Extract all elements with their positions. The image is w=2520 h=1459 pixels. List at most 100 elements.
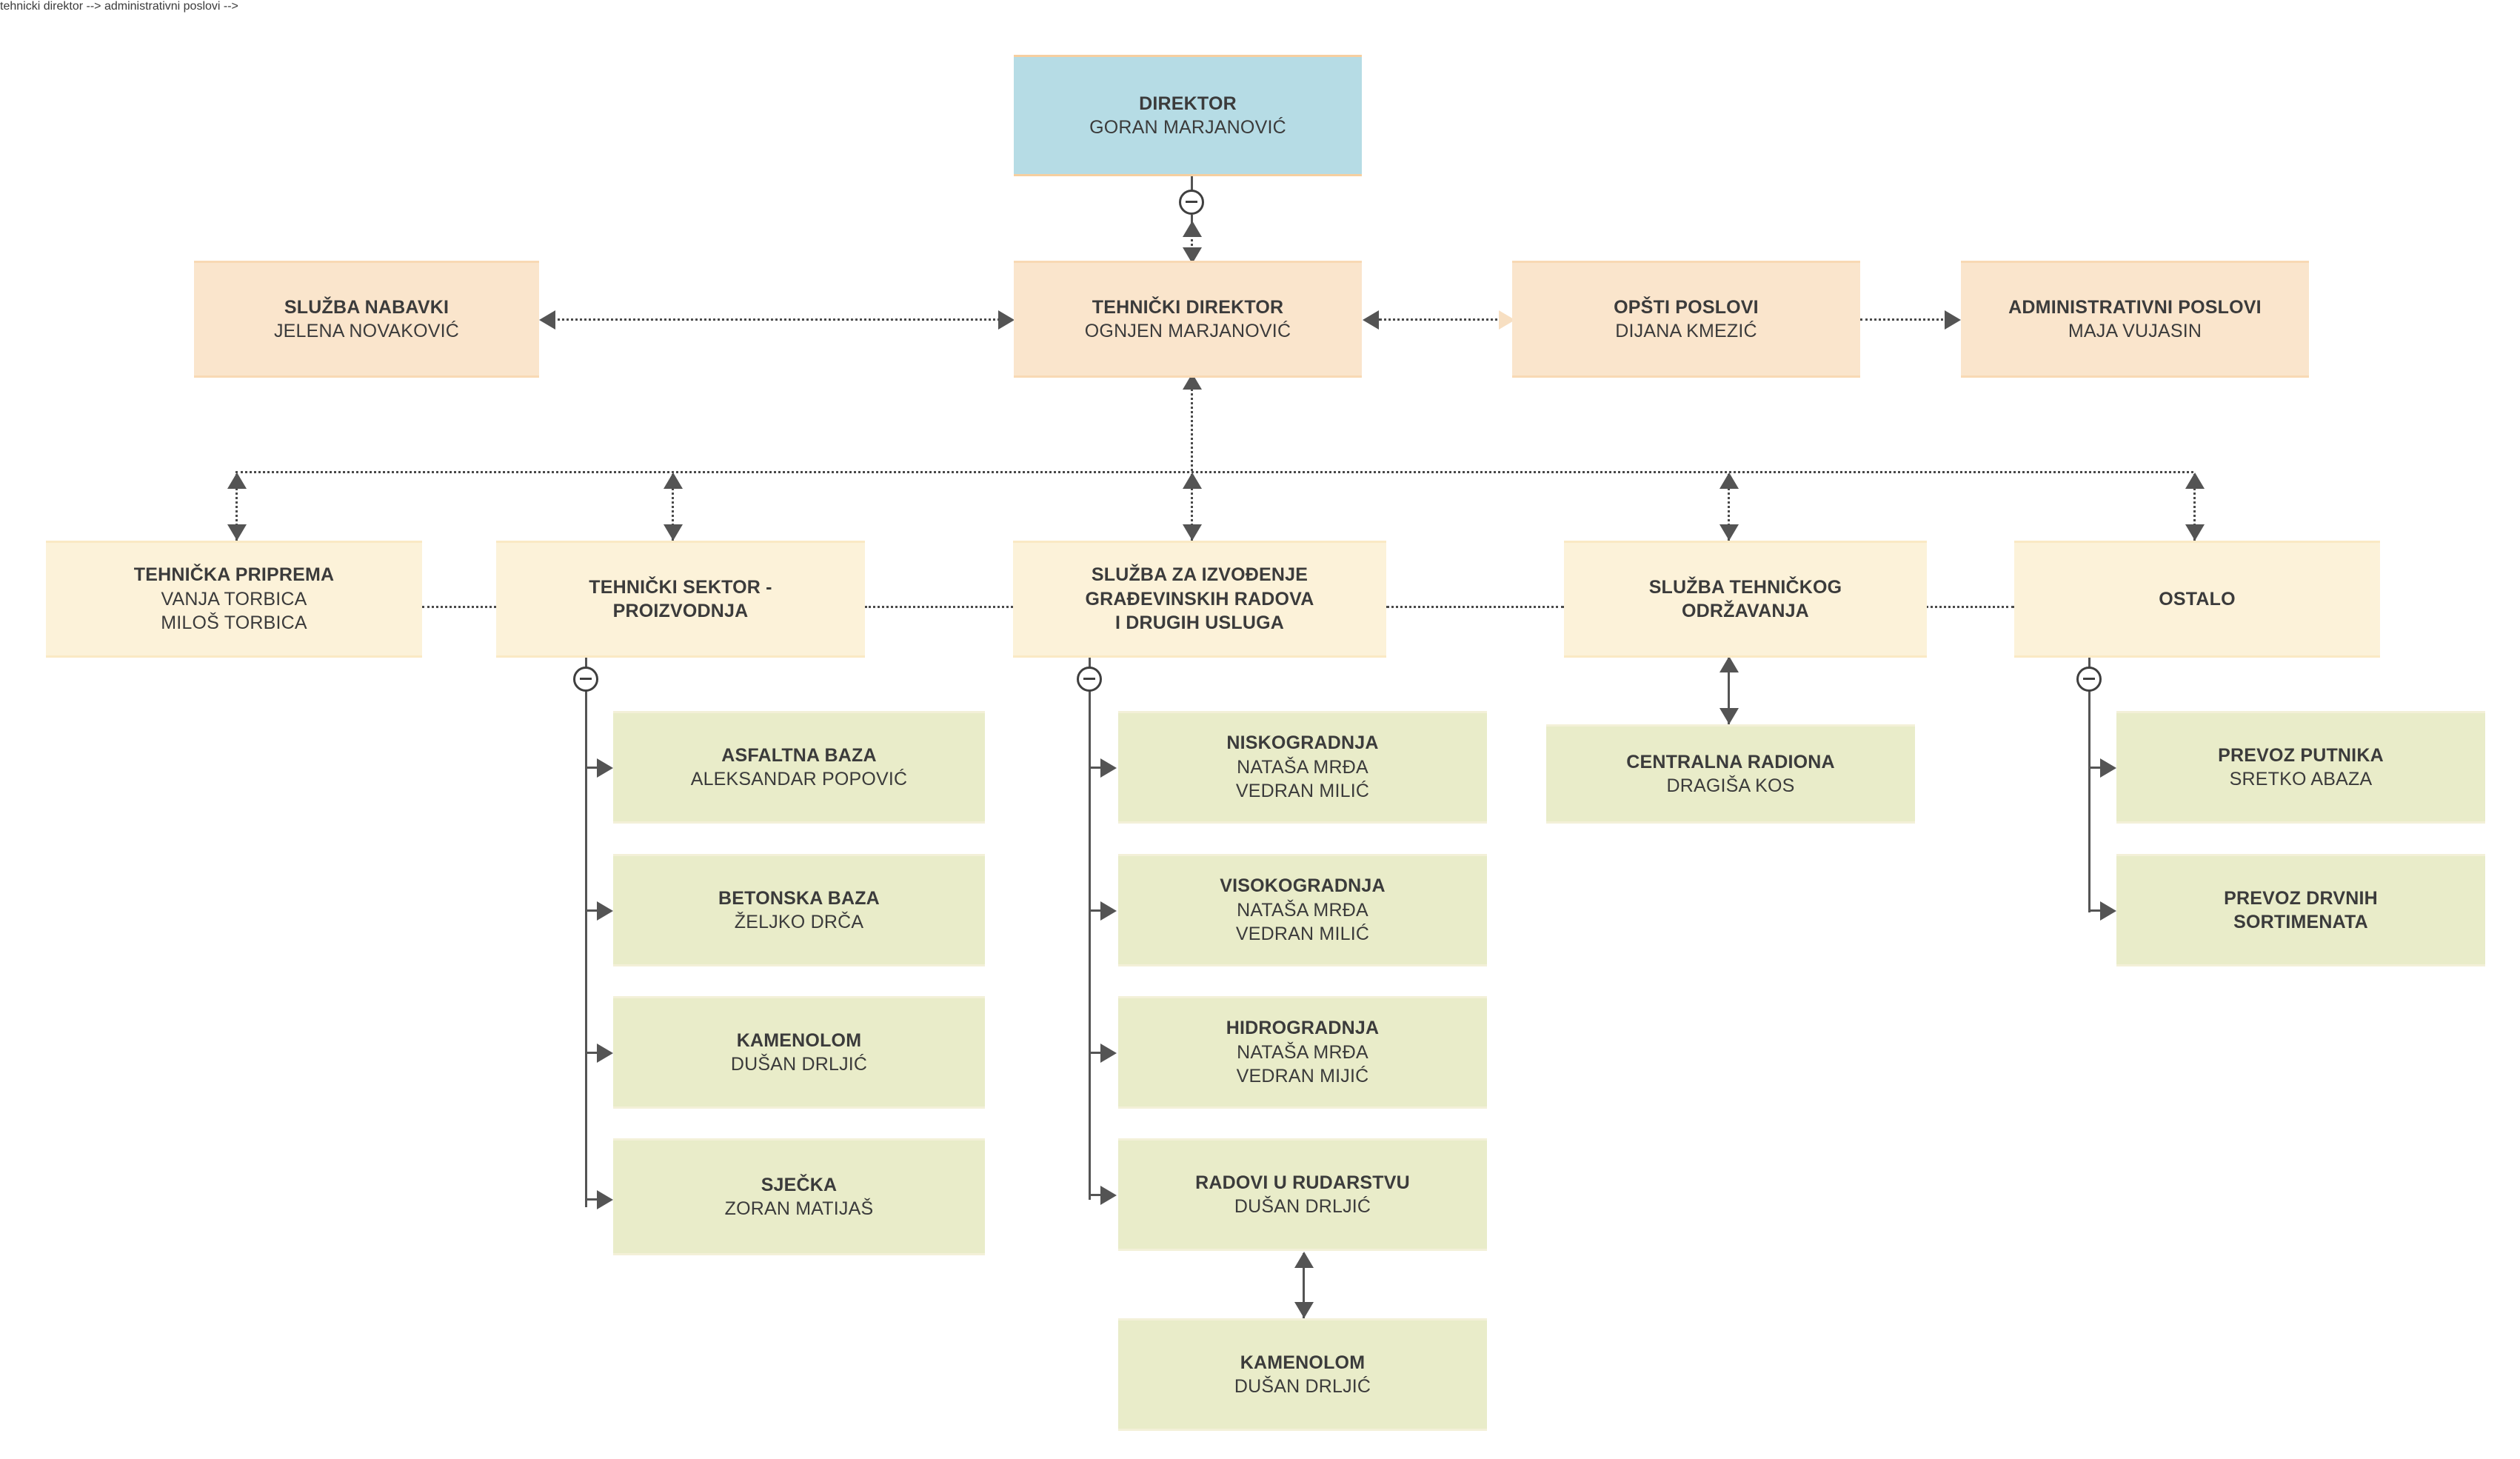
connector-tehnicki-opsti	[1379, 318, 1512, 321]
node-prevoz-drvnih-sortimenata[interactable]: PREVOZ DRVNIH SORTIMENATA	[2116, 854, 2485, 966]
arrowhead-up-izvodjenje	[1183, 473, 1202, 489]
arrowhead-right-prevoz-drvnih	[2100, 901, 2116, 921]
arrowhead-down-odrzavanje	[1719, 524, 1739, 541]
node-tehnicki-direktor-title: TEHNIČKI DIREKTOR	[1092, 296, 1284, 318]
node-tehnicki-sektor[interactable]: TEHNIČKI SEKTOR - PROIZVODNJA	[496, 541, 865, 658]
node-centralna-radiona[interactable]: CENTRALNA RADIONA DRAGIŠA KOS	[1546, 724, 1915, 824]
connector-opsti-admin	[1860, 318, 1956, 321]
node-administrativni-poslovi-title: ADMINISTRATIVNI POSLOVI	[2008, 296, 2262, 318]
node-betonska-baza-title: BETONSKA BAZA	[718, 887, 880, 909]
connector-rudarstvo-kamenolom	[1303, 1253, 1305, 1318]
arrowhead-down-rudarstvo-kamenolom	[1294, 1302, 1314, 1318]
node-asfaltna-baza[interactable]: ASFALTNA BAZA ALEKSANDAR POPOVIĆ	[613, 711, 985, 824]
arrowhead-right-sjecka	[597, 1190, 613, 1209]
node-tehnicka-priprema[interactable]: TEHNIČKA PRIPREMA VANJA TORBICA MILOŠ TO…	[46, 541, 422, 658]
arrowhead-right-niskogradnja	[1100, 758, 1117, 778]
node-kamenolom-sektor[interactable]: KAMENOLOM DUŠAN DRLJIĆ	[613, 996, 985, 1109]
connector-direktor-to-tehnicki	[1191, 222, 1193, 264]
arrowhead-up-ostalo	[2185, 473, 2205, 489]
arrowhead-right-visokogradnja	[1100, 901, 1117, 921]
node-opsti-poslovi[interactable]: OPŠTI POSLOVI DIJANA KMEZIĆ	[1512, 261, 1860, 378]
node-visokogradnja-person: NATAŠA MRĐA VEDRAN MILIĆ	[1235, 899, 1370, 945]
node-ostalo[interactable]: OSTALO	[2014, 541, 2380, 658]
connector-izvodjenje-stem	[1089, 655, 1091, 671]
connector-sektor-stem	[585, 655, 587, 671]
arrowhead-up-odrzavanje	[1719, 473, 1739, 489]
connector-izvodjenje-odrzavanje	[1386, 606, 1564, 608]
node-administrativni-poslovi[interactable]: ADMINISTRATIVNI POSLOVI MAJA VUJASIN	[1961, 261, 2309, 378]
direktor-collapse-toggle[interactable]	[1179, 190, 1204, 215]
node-kamenolom-rudarstvo[interactable]: KAMENOLOM DUŠAN DRLJIĆ	[1118, 1318, 1487, 1431]
arrowhead-down-ostalo	[2185, 524, 2205, 541]
node-sluzba-izvodjenje-title: SLUŽBA ZA IZVOĐENJE GRAĐEVINSKIH RADOVA …	[1085, 564, 1314, 634]
arrowhead-down-odrzavanje-radiona	[1719, 708, 1739, 724]
node-tehnicka-priprema-title: TEHNIČKA PRIPREMA	[133, 564, 335, 586]
node-centralna-radiona-title: CENTRALNA RADIONA	[1626, 751, 1835, 772]
node-sjecka-person: ZORAN MATIJAŠ	[724, 1198, 874, 1219]
node-hidrogradnja[interactable]: HIDROGRADNJA NATAŠA MRĐA VEDRAN MIJIĆ	[1118, 996, 1487, 1109]
connector-direktor-stem	[1191, 176, 1193, 197]
connector-sektor-izvodjenje	[865, 606, 1013, 608]
connector-bus-odrzavanje	[1728, 474, 1730, 541]
ostalo-collapse-toggle[interactable]	[2076, 667, 2102, 692]
node-sjecka[interactable]: SJEČKA ZORAN MATIJAŠ	[613, 1138, 985, 1255]
node-tehnicki-direktor[interactable]: TEHNIČKI DIREKTOR OGNJEN MARJANOVIĆ	[1014, 261, 1362, 378]
arrowhead-up-rudarstvo-kamenolom	[1294, 1252, 1314, 1268]
node-betonska-baza[interactable]: BETONSKA BAZA ŽELJKO DRČA	[613, 854, 985, 966]
connector-tehnicki-to-bus	[1191, 375, 1193, 471]
connector-bus-ostalo	[2193, 474, 2196, 541]
node-niskogradnja-person: NATAŠA MRĐA VEDRAN MILIĆ	[1235, 756, 1370, 802]
node-direktor[interactable]: DIREKTOR GORAN MARJANOVIĆ	[1014, 55, 1362, 176]
node-sluzba-odrzavanja-title: SLUŽBA TEHNIČKOG ODRŽAVANJA	[1648, 576, 1842, 622]
node-hidrogradnja-person: NATAŠA MRĐA VEDRAN MIJIĆ	[1236, 1041, 1369, 1087]
connector-odrzavanje-radiona	[1728, 658, 1730, 724]
node-sluzba-nabavki-person: JELENA NOVAKOVIĆ	[273, 321, 460, 341]
arrowhead-right-hidrogradnja	[1100, 1044, 1117, 1063]
tehnicki-sektor-collapse-toggle[interactable]	[573, 667, 598, 692]
node-radovi-u-rudarstvu-person: DUŠAN DRLJIĆ	[1234, 1196, 1371, 1217]
arrowhead-down-sektor	[664, 524, 683, 541]
arrowhead-right-opsti	[1499, 310, 1515, 330]
node-sluzba-nabavki[interactable]: SLUŽBA NABAVKI JELENA NOVAKOVIĆ	[194, 261, 539, 378]
arrowhead-down-priprema	[227, 524, 247, 541]
arrowhead-right-betonska	[597, 901, 613, 921]
arrowhead-down-tehnicki	[1183, 247, 1202, 264]
arrowhead-right-admin	[1945, 310, 1961, 330]
node-sluzba-nabavki-title: SLUŽBA NABAVKI	[284, 296, 449, 318]
arrowhead-up-sektor	[664, 473, 683, 489]
node-hidrogradnja-title: HIDROGRADNJA	[1226, 1018, 1380, 1039]
node-radovi-u-rudarstvu-title: RADOVI U RUDARSTVU	[1195, 1172, 1410, 1193]
connector-bus-sektor	[672, 474, 674, 541]
node-prevoz-putnika-person: SRETKO ABAZA	[2229, 769, 2373, 789]
arrowhead-up-odrzavanje-radiona	[1719, 656, 1739, 672]
node-opsti-poslovi-title: OPŠTI POSLOVI	[1614, 296, 1759, 318]
connector-priprema-sektor	[422, 606, 496, 608]
arrowhead-right-prevoz-putnika	[2100, 758, 2116, 778]
arrowhead-down-izvodjenje	[1183, 524, 1202, 541]
arrowhead-right-rudarstvo	[1100, 1186, 1117, 1205]
connector-ostalo-trunk	[2088, 690, 2090, 912]
sluzba-izvodjenje-collapse-toggle[interactable]	[1077, 667, 1102, 692]
node-visokogradnja[interactable]: VISOKOGRADNJA NATAŠA MRĐA VEDRAN MILIĆ	[1118, 854, 1487, 966]
node-tehnicka-priprema-person: VANJA TORBICA MILOŠ TORBICA	[161, 588, 307, 634]
node-niskogradnja[interactable]: NISKOGRADNJA NATAŠA MRĐA VEDRAN MILIĆ	[1118, 711, 1487, 824]
arrowhead-up-priprema	[227, 473, 247, 489]
connector-ostalo-stem	[2088, 655, 2090, 671]
arrowhead-left-nabavki	[539, 310, 555, 330]
node-sluzba-odrzavanja[interactable]: SLUŽBA TEHNIČKOG ODRŽAVANJA	[1564, 541, 1927, 658]
arrowhead-up-direktor	[1183, 221, 1202, 237]
node-administrativni-poslovi-person: MAJA VUJASIN	[2068, 321, 2202, 341]
arrowhead-left-tehnicki-right	[1363, 310, 1379, 330]
node-betonska-baza-person: ŽELJKO DRČA	[734, 912, 864, 932]
connector-odrzavanje-ostalo	[1925, 606, 2014, 608]
connector-izvodjenje-trunk	[1089, 690, 1091, 1200]
node-direktor-title: DIREKTOR	[1139, 93, 1237, 114]
node-prevoz-putnika-title: PREVOZ PUTNIKA	[2218, 744, 2384, 766]
node-prevoz-putnika[interactable]: PREVOZ PUTNIKA SRETKO ABAZA	[2116, 711, 2485, 824]
connector-nabavki-tehnicki	[549, 318, 1009, 321]
arrowhead-right-tehnicki-left	[998, 310, 1015, 330]
node-radovi-u-rudarstvu[interactable]: RADOVI U RUDARSTVU DUŠAN DRLJIĆ	[1118, 1138, 1487, 1251]
node-sluzba-izvodjenje[interactable]: SLUŽBA ZA IZVOĐENJE GRAĐEVINSKIH RADOVA …	[1013, 541, 1386, 658]
node-asfaltna-baza-person: ALEKSANDAR POPOVIĆ	[690, 769, 908, 789]
